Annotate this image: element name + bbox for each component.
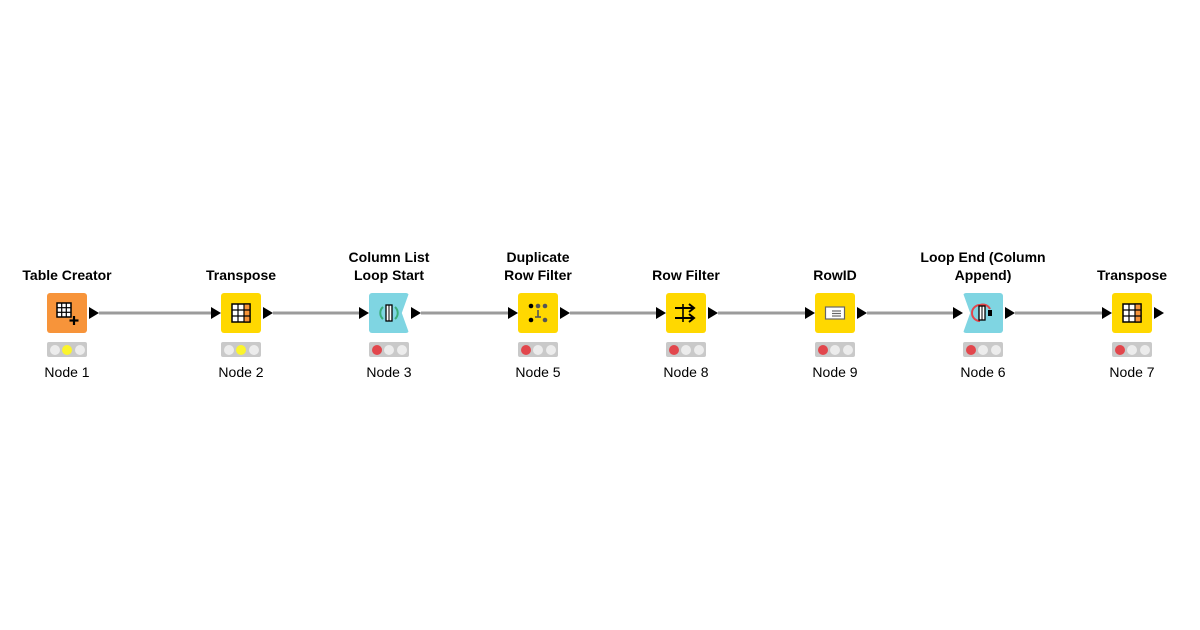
status-light-1 [371, 344, 382, 355]
input-port[interactable] [1102, 307, 1112, 319]
status-light-2 [384, 344, 394, 355]
input-port[interactable] [656, 307, 666, 319]
loop-end-icon[interactable] [963, 293, 1003, 333]
loop-start-icon[interactable] [369, 293, 409, 333]
node-label[interactable]: Node 5 [515, 364, 561, 380]
node-title: Column List Loop Start [348, 249, 430, 283]
status-light-1 [223, 344, 234, 355]
node-n6[interactable]: Loop End (Column Append) Node 6 [908, 245, 1058, 385]
status-light-2 [62, 344, 72, 355]
status-light-1 [817, 344, 828, 355]
status-light-2 [681, 344, 691, 355]
status-traffic-light [369, 342, 409, 357]
status-light-2 [1127, 344, 1137, 355]
output-port[interactable] [1005, 307, 1015, 319]
status-traffic-light [1112, 342, 1152, 357]
row-filter-icon[interactable] [666, 293, 706, 333]
node-label[interactable]: Node 9 [812, 364, 858, 380]
status-light-1 [49, 344, 60, 355]
node-title: Loop End (Column Append) [920, 249, 1046, 283]
node-label[interactable]: Node 3 [366, 364, 412, 380]
output-port[interactable] [1154, 307, 1164, 319]
status-traffic-light [815, 342, 855, 357]
status-light-3 [842, 344, 853, 355]
output-port[interactable] [263, 307, 273, 319]
input-port[interactable] [805, 307, 815, 319]
table-creator-icon[interactable] [47, 293, 87, 333]
duplicate-row-filter-icon[interactable] [518, 293, 558, 333]
status-light-3 [990, 344, 1001, 355]
node-title: Transpose [1096, 267, 1168, 283]
status-traffic-light [221, 342, 261, 357]
status-light-3 [74, 344, 85, 355]
input-port[interactable] [359, 307, 369, 319]
node-label[interactable]: Node 8 [663, 364, 709, 380]
node-title: RowID [813, 267, 857, 283]
status-light-3 [545, 344, 556, 355]
status-light-1 [520, 344, 531, 355]
output-port[interactable] [89, 307, 99, 319]
status-light-2 [978, 344, 988, 355]
node-label[interactable]: Node 7 [1109, 364, 1155, 380]
rowid-icon[interactable] [815, 293, 855, 333]
node-title: Duplicate Row Filter [504, 249, 572, 283]
node-title: Row Filter [652, 267, 720, 283]
node-title: Transpose [205, 267, 277, 283]
output-port[interactable] [857, 307, 867, 319]
transpose-icon[interactable] [221, 293, 261, 333]
status-light-2 [533, 344, 543, 355]
node-n9[interactable]: RowID Node 9 [760, 245, 910, 385]
input-port[interactable] [953, 307, 963, 319]
status-light-3 [1139, 344, 1150, 355]
status-light-3 [693, 344, 704, 355]
status-traffic-light [518, 342, 558, 357]
transpose-icon[interactable] [1112, 293, 1152, 333]
status-light-1 [668, 344, 679, 355]
status-light-2 [830, 344, 840, 355]
output-port[interactable] [708, 307, 718, 319]
node-label[interactable]: Node 1 [44, 364, 90, 380]
output-port[interactable] [560, 307, 570, 319]
output-port[interactable] [411, 307, 421, 319]
status-traffic-light [666, 342, 706, 357]
node-label[interactable]: Node 2 [218, 364, 264, 380]
status-traffic-light [963, 342, 1003, 357]
node-title: Table Creator [22, 267, 112, 283]
status-light-3 [248, 344, 259, 355]
status-light-1 [965, 344, 976, 355]
status-traffic-light [47, 342, 87, 357]
node-label[interactable]: Node 6 [960, 364, 1006, 380]
status-light-2 [236, 344, 246, 355]
input-port[interactable] [211, 307, 221, 319]
input-port[interactable] [508, 307, 518, 319]
status-light-1 [1114, 344, 1125, 355]
status-light-3 [396, 344, 407, 355]
